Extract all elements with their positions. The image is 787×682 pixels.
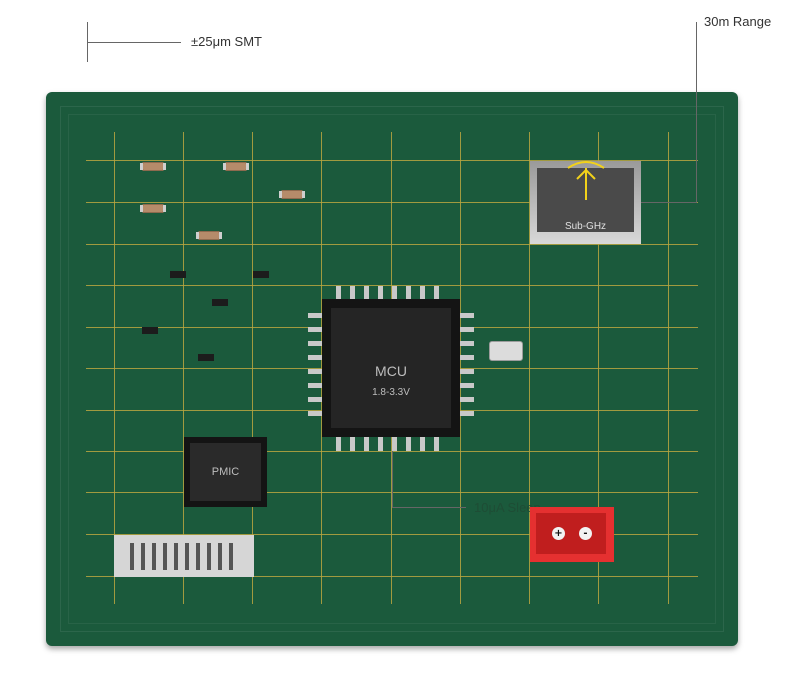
mcu-pin bbox=[308, 397, 322, 402]
mcu-pin bbox=[406, 286, 411, 300]
mcu-pin bbox=[308, 341, 322, 346]
trace-vertical bbox=[183, 132, 184, 604]
mcu-pin bbox=[308, 327, 322, 332]
pmic-chip-core bbox=[190, 443, 261, 501]
smd-capacitor bbox=[212, 299, 228, 306]
pin-header bbox=[114, 535, 254, 577]
trace-horizontal bbox=[86, 202, 698, 203]
mcu-pin bbox=[420, 437, 425, 451]
trace-vertical bbox=[252, 132, 253, 604]
mcu-label: MCU bbox=[375, 363, 407, 379]
smd-capacitor bbox=[170, 271, 186, 278]
mcu-pin bbox=[460, 411, 474, 416]
mcu-pin bbox=[308, 369, 322, 374]
sleep-callout-vline bbox=[392, 451, 393, 507]
trace-horizontal bbox=[86, 285, 698, 286]
mcu-pin bbox=[308, 411, 322, 416]
smd-capacitor bbox=[253, 271, 269, 278]
header-pin bbox=[174, 543, 178, 570]
antenna-icon bbox=[567, 161, 605, 200]
mcu-pin bbox=[460, 383, 474, 388]
mcu-pin bbox=[460, 313, 474, 318]
tolerance-callout-hline bbox=[87, 42, 181, 43]
header-pin bbox=[141, 543, 145, 570]
mcu-chip: MCU 1.8-3.3V bbox=[322, 299, 460, 437]
header-pin bbox=[196, 543, 200, 570]
mcu-pin bbox=[308, 313, 322, 318]
mcu-pin bbox=[460, 369, 474, 374]
mcu-pin bbox=[392, 437, 397, 451]
range-annotation: 30m Range bbox=[704, 14, 772, 29]
mcu-pin bbox=[460, 355, 474, 360]
range-callout-hline bbox=[641, 202, 697, 203]
resistor bbox=[196, 231, 222, 240]
mcu-pin bbox=[434, 286, 439, 300]
mcu-pin bbox=[364, 437, 369, 451]
mcu-pin bbox=[392, 286, 397, 300]
rf-module: Sub-GHz bbox=[530, 161, 641, 244]
header-pin bbox=[229, 543, 233, 570]
mcu-pin bbox=[434, 437, 439, 451]
header-pin bbox=[163, 543, 167, 570]
negative-terminal: - bbox=[579, 527, 592, 540]
range-callout-vline bbox=[696, 22, 697, 202]
smd-capacitor bbox=[142, 327, 158, 334]
mcu-voltage-label: 1.8-3.3V bbox=[372, 387, 410, 398]
trace-vertical bbox=[529, 132, 530, 604]
resistor bbox=[279, 190, 305, 199]
positive-terminal: + bbox=[552, 527, 565, 540]
board-outline-inner bbox=[68, 114, 716, 624]
resistor bbox=[140, 162, 166, 171]
mcu-pin bbox=[406, 437, 411, 451]
mcu-pin bbox=[350, 286, 355, 300]
resistor bbox=[140, 204, 166, 213]
resistor bbox=[223, 162, 249, 171]
trace-horizontal bbox=[86, 576, 698, 577]
trace-vertical bbox=[114, 132, 115, 604]
mcu-pin bbox=[336, 286, 341, 300]
pmic-chip: PMIC bbox=[184, 437, 267, 507]
tolerance-annotation: ±25μm SMT bbox=[191, 34, 262, 49]
board-outline bbox=[60, 106, 724, 632]
trace-vertical bbox=[668, 132, 669, 604]
smd-capacitor bbox=[198, 354, 214, 361]
sleep-annotation: 10μA Sleep bbox=[474, 500, 541, 515]
mcu-chip-core bbox=[331, 308, 451, 428]
sleep-callout-hline bbox=[392, 507, 466, 508]
mcu-pin bbox=[350, 437, 355, 451]
power-connector: + - bbox=[530, 507, 614, 562]
mcu-pin bbox=[336, 437, 341, 451]
trace-vertical bbox=[598, 132, 599, 604]
mcu-pin bbox=[308, 383, 322, 388]
crystal-oscillator bbox=[489, 341, 523, 361]
mcu-pin bbox=[420, 286, 425, 300]
pmic-label: PMIC bbox=[211, 466, 240, 478]
header-pin bbox=[152, 543, 156, 570]
trace-horizontal bbox=[86, 244, 698, 245]
header-pin bbox=[207, 543, 211, 570]
mcu-pin bbox=[308, 355, 322, 360]
trace-horizontal bbox=[86, 534, 698, 535]
trace-vertical bbox=[321, 132, 322, 604]
mcu-pin bbox=[460, 341, 474, 346]
header-pin bbox=[130, 543, 134, 570]
header-pin bbox=[185, 543, 189, 570]
power-connector-core bbox=[536, 513, 606, 554]
trace-horizontal bbox=[86, 160, 698, 161]
rf-label: Sub-GHz bbox=[564, 221, 607, 232]
mcu-pin bbox=[378, 286, 383, 300]
mcu-pin bbox=[378, 437, 383, 451]
trace-vertical bbox=[460, 132, 461, 604]
mcu-pin bbox=[364, 286, 369, 300]
mcu-pin bbox=[460, 327, 474, 332]
header-pin bbox=[218, 543, 222, 570]
mcu-pin bbox=[460, 397, 474, 402]
